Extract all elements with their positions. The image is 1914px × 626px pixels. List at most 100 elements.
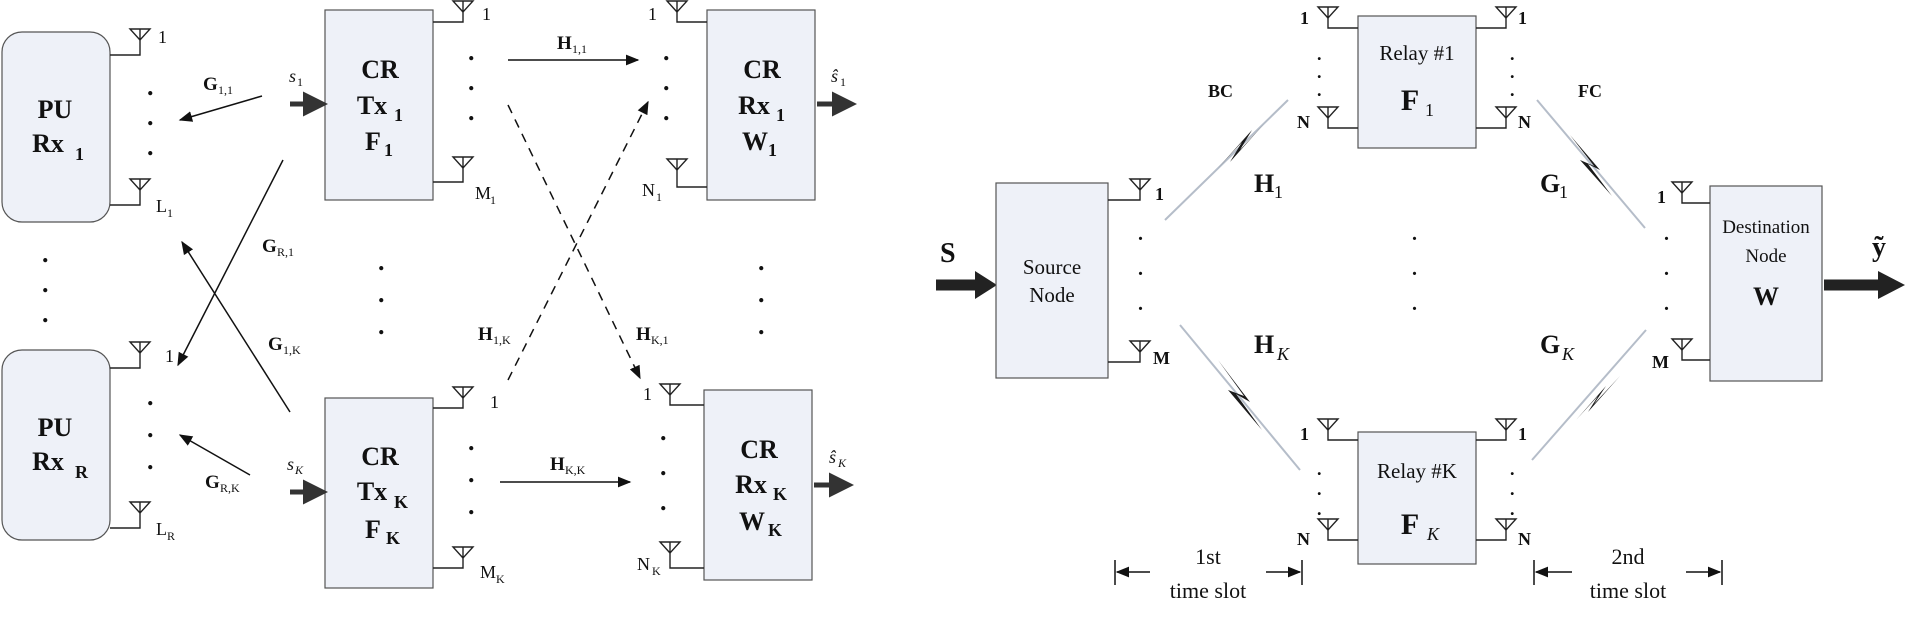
destination-node-line2: Node [1745,246,1786,267]
output-signal: ỹ [1872,232,1886,263]
slot-2-line1: 2nd [1612,544,1645,569]
cr-rx-1-node: CR Rx 1 W 1 1 ... N 1 ŝ 1 [642,0,857,204]
right-diagram: S Source Node 1 ... M Relay #1 F 1 1 1 [936,6,1905,603]
svg-text:.: . [147,414,154,443]
svg-text:.: . [42,269,49,298]
svg-text:.: . [1317,479,1322,499]
label-hk1: H [636,324,651,345]
cr-rx-k-line3-sub: K [768,520,782,540]
source-node-line2: Node [1029,283,1075,307]
wireless-links [1164,99,1647,471]
cr-tx-k-line3-sub: K [386,528,400,548]
cr-tx-1-sub: 1 [394,105,403,125]
ant-label-M-sub: 1 [490,193,496,207]
antenna-icon [1495,106,1517,119]
cr-rx-1-line1: CR [743,55,781,84]
signal-s: s [287,454,294,474]
cr-rx-1-line2: Rx [738,91,770,120]
cr-tx-1-node: CR Tx 1 F 1 1 ... M 1 s 1 [289,0,496,207]
antenna-icon [1317,6,1339,19]
pu-rx-r-sub: R [75,462,89,482]
antenna-icon [1671,338,1693,351]
svg-text:.: . [42,299,49,328]
antenna-icon [666,0,688,13]
pu-rx-1-line1: PU [38,95,73,124]
ant-label-1: 1 [158,27,167,47]
pu-rx-r-line2: Rx [32,447,64,476]
ant-label-n: N [1518,112,1531,132]
ant-label-M: M [480,562,496,582]
left-diagram: PU Rx 1 1 ... L 1 ... PU Rx R 1 ... L [1,0,857,589]
svg-text:.: . [660,487,667,516]
lightning-icon [1218,360,1262,430]
antenna-icon [1495,6,1517,19]
antenna-icon [1495,518,1517,531]
cr-tx-1-line2: Tx [357,91,387,120]
svg-text:.: . [147,446,154,475]
source-node-line1: Source [1023,255,1081,279]
arrow-gr1 [177,159,284,367]
arrow-g11 [178,95,263,122]
arrow-h1k [507,100,649,381]
antenna-icon [129,28,151,41]
signal-s-hat-sub: 1 [840,75,846,89]
ant-label-1: 1 [1300,424,1309,444]
antenna-icon [129,501,151,514]
svg-text:.: . [758,279,765,308]
antenna-icon [1129,340,1151,353]
svg-text:.: . [758,311,765,340]
antenna-icon [1317,106,1339,119]
relay-k-sub: K [1426,524,1440,544]
signal-s-hat: ŝ [829,447,837,467]
svg-text:.: . [1664,223,1669,245]
svg-text:.: . [1412,293,1417,315]
cr-rx-k-node: CR Rx K W K 1 ... N K ŝ K [637,383,854,581]
time-slots: 1st time slot 2nd time slot [1114,544,1723,603]
svg-text:.: . [468,37,475,66]
cr-tx-k-node: CR Tx K F K 1 ... M K s K [287,386,505,589]
antenna-icon [666,158,688,171]
svg-text:.: . [1412,258,1417,280]
antenna-icon [1317,518,1339,531]
antenna-icon [1129,178,1151,191]
antenna-icon [129,178,151,191]
ant-label-L: L [156,519,167,539]
ant-label-n: N [1297,112,1310,132]
label-g11: G [203,74,218,95]
ant-label-L-sub: R [167,529,175,543]
destination-node: Destination Node W 1 ... M [1652,181,1823,382]
label-hk1-sub: K,1 [651,333,669,347]
cr-tx-k-line3: F [365,515,381,544]
svg-text:.: . [1317,80,1322,100]
svg-text:.: . [468,97,475,126]
lightning-icon [1218,124,1264,168]
ant-label-N: N [637,554,650,574]
ant-label-n: N [1297,529,1310,549]
label-g1k: G [268,334,283,355]
label-h1-sub: 1 [1274,182,1283,202]
svg-text:.: . [663,37,670,66]
cr-rx-k-line2: Rx [735,470,767,499]
label-h11: H [557,33,572,54]
ant-label-N-sub: K [652,564,661,578]
svg-text:.: . [468,491,475,520]
relay-1-sub: 1 [1425,100,1434,120]
label-grk: G [205,472,220,493]
ant-label-1: 1 [1657,187,1666,207]
pu-rx-r-node: PU Rx R 1 ... L R [1,341,175,543]
antenna-icon [659,541,681,554]
antenna-icon [659,383,681,396]
svg-text:.: . [468,459,475,488]
svg-text:.: . [758,247,765,276]
label-g1-sub: 1 [1559,182,1568,202]
slot-1-line2: time slot [1170,578,1246,603]
signal-s-sub: 1 [297,75,303,89]
ant-label-N: N [642,180,655,200]
svg-text:.: . [1317,62,1322,82]
cr-tx-1-line3-sub: 1 [384,140,393,160]
svg-text:.: . [1664,258,1669,280]
ant-label-1: 1 [165,346,174,366]
relay-k-title: Relay #K [1377,459,1457,483]
